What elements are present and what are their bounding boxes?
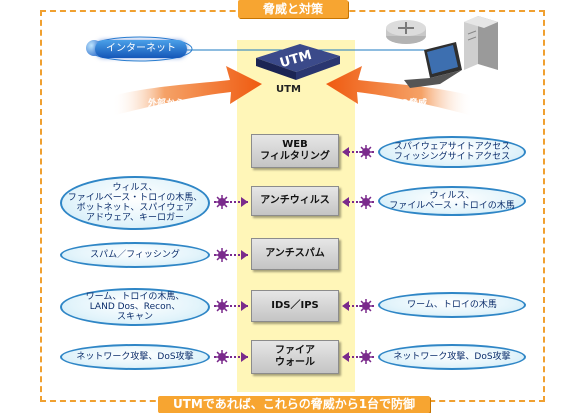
left-connector-3-bug (215, 299, 229, 313)
right-connector-4-arrowhead (342, 352, 349, 362)
diagram-footer: UTMであれば、これらの脅威から1台で防御 (158, 396, 430, 413)
right-connector-4-bug (359, 350, 373, 364)
left-connector-2-bug (215, 248, 229, 262)
right-connector-3-arrowhead (342, 301, 349, 311)
external-threat-label: 外部からの脅威 (148, 99, 212, 109)
left-connector-4-arrowhead (241, 352, 248, 362)
utm-label: UTM (276, 84, 301, 95)
left-connector-3-arrowhead (241, 301, 248, 311)
left-threat-antivirus: ウィルス、 ファイルベース・トロイの木馬、 ボットネット、スパイウェア アドウェ… (60, 176, 210, 230)
internal-threat-arrow (326, 66, 473, 116)
router-icon (386, 20, 426, 44)
right-connector-0-arrowhead (342, 147, 349, 157)
laptop-icon (404, 42, 462, 88)
right-threat-antivirus: ウィルス、 ファイルベース・トロイの木馬 (378, 186, 526, 216)
utm-device-icon (256, 44, 340, 80)
module-ids-ips: IDS／IPS (251, 290, 339, 322)
left-connector-1-bug (215, 195, 229, 209)
diagram-title: 脅威と対策 (238, 0, 348, 18)
utm-column (237, 40, 355, 392)
left-threat-spam: スパム／フィッシング (60, 242, 210, 268)
external-threat-arrow (112, 66, 262, 116)
right-connector-1-bug (359, 195, 373, 209)
module-antispam: アンチスパム (251, 238, 339, 270)
right-connector-3-bug (359, 299, 373, 313)
right-threat-ids: ワーム、トロイの木馬 (378, 292, 526, 318)
right-connector-0-bug (359, 145, 373, 159)
left-threat-ids: ワーム、トロイの木馬、 LAND Dos、Recon、 スキャン (60, 288, 210, 326)
server-icon (464, 16, 498, 70)
module-antivirus: アンチウィルス (251, 186, 339, 216)
left-connector-2-arrowhead (241, 250, 248, 260)
internal-threat-label: 内部からの脅威 (364, 99, 428, 109)
right-threat-firewall: ネットワーク攻撃、DoS攻撃 (378, 344, 526, 370)
right-threat-web: スパイウェアサイトアクセス フィッシングサイトアクセス (378, 136, 526, 168)
internet-label: インターネット (95, 40, 187, 58)
module-firewall: ファイア ウォール (251, 340, 339, 374)
module-web-filtering: WEB フィルタリング (251, 134, 339, 168)
right-connector-1-arrowhead (342, 197, 349, 207)
left-connector-1-arrowhead (241, 197, 248, 207)
left-connector-4-bug (215, 350, 229, 364)
left-threat-firewall: ネットワーク攻撃、DoS攻撃 (60, 344, 210, 370)
